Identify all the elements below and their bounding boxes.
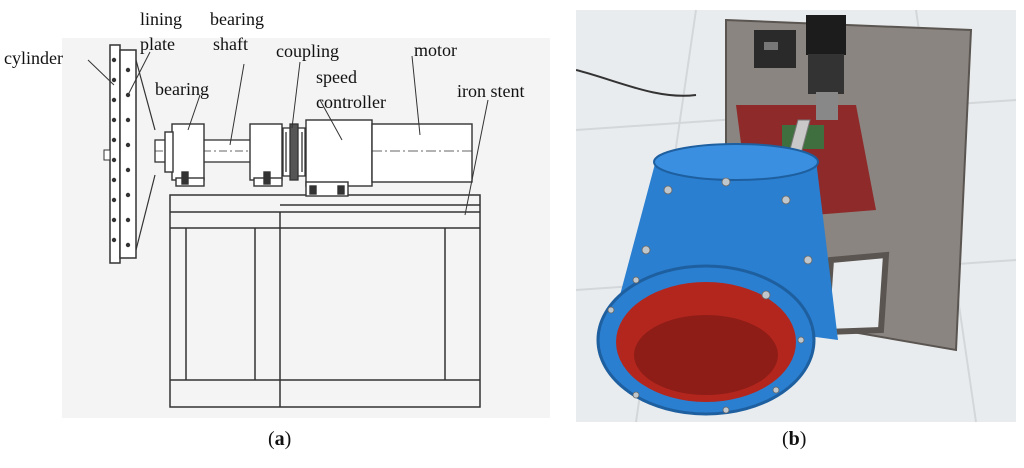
panel-b-photo <box>575 9 1017 423</box>
label-lining: lining <box>140 9 182 29</box>
motor-unit <box>806 15 846 55</box>
label-cylinder: cylinder <box>4 48 63 68</box>
caption-b-open: ( <box>782 428 789 450</box>
bearing-part <box>164 123 283 187</box>
caption-a: (a) <box>268 428 291 451</box>
schematic-drawing: cylinder lining plate bearing bearing sh… <box>4 9 550 418</box>
motor-part <box>371 123 473 183</box>
apparatus-photo <box>575 9 1017 423</box>
cable <box>575 69 697 97</box>
label-controller: controller <box>316 92 386 112</box>
caption-a-open: ( <box>268 428 275 450</box>
label-iron-stent: iron stent <box>457 81 525 101</box>
motor-body <box>808 54 844 94</box>
caption-b-close: ) <box>799 428 807 450</box>
caption-a-letter: a <box>274 428 285 450</box>
label-bearing: bearing <box>155 79 209 99</box>
iron-stent-frame <box>169 194 481 408</box>
caption-b-letter: b <box>788 428 800 450</box>
coupling-part <box>282 123 306 181</box>
blue-drum <box>596 143 838 416</box>
control-switch <box>764 42 778 50</box>
caption-a-close: ) <box>284 428 292 450</box>
label-speed: speed <box>316 67 357 87</box>
label-motor: motor <box>414 40 457 60</box>
label-bearing-shaft-2: shaft <box>213 34 248 54</box>
coupling-unit <box>816 92 838 120</box>
label-coupling: coupling <box>276 41 339 61</box>
speed-controller-part <box>305 119 373 197</box>
leader-lines <box>87 51 489 216</box>
caption-b: (b) <box>782 428 806 451</box>
cylinder-part <box>103 44 156 264</box>
label-bearing-shaft-1: bearing <box>210 9 264 29</box>
label-plate: plate <box>140 34 175 54</box>
panel-a-drawing: cylinder lining plate bearing bearing sh… <box>4 9 550 418</box>
